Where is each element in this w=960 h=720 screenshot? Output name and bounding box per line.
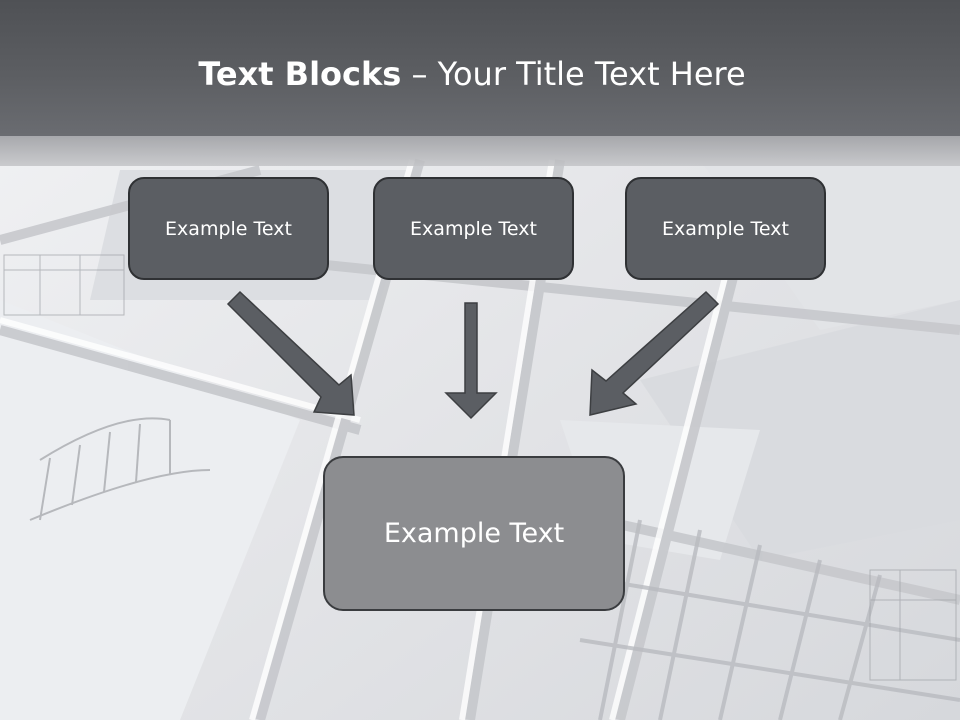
text-block-1-label: Example Text — [165, 217, 292, 240]
page-title: Text Blocks – Your Title Text Here — [0, 52, 944, 96]
target-block[interactable]: Example Text — [323, 456, 625, 611]
text-block-3[interactable]: Example Text — [625, 177, 826, 280]
arrow-left — [226, 290, 355, 416]
text-block-3-label: Example Text — [662, 217, 789, 240]
arrow-right — [589, 290, 720, 416]
target-block-label: Example Text — [383, 518, 565, 549]
title-rest-part: – Your Title Text Here — [401, 55, 746, 93]
title-bar — [0, 0, 960, 136]
title-strip — [0, 136, 960, 166]
text-block-2-label: Example Text — [410, 217, 537, 240]
text-block-2[interactable]: Example Text — [373, 177, 574, 280]
title-bold-part: Text Blocks — [198, 55, 402, 93]
text-block-1[interactable]: Example Text — [128, 177, 329, 280]
arrow-center — [444, 302, 498, 420]
